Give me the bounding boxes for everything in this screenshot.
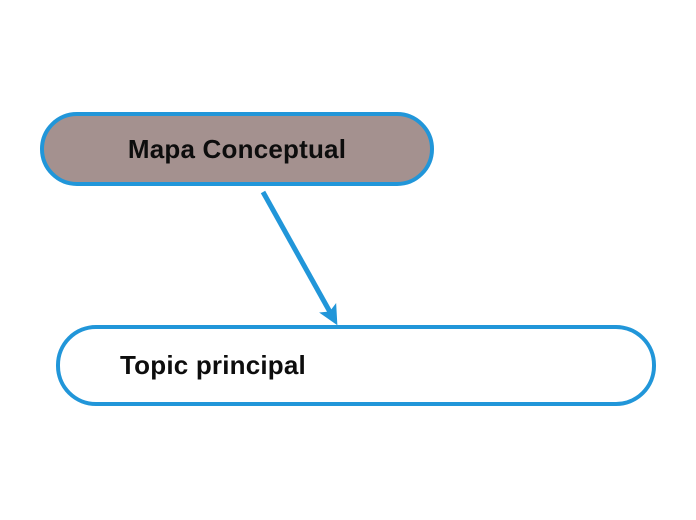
node-mapa-conceptual[interactable]: Mapa Conceptual (40, 112, 434, 186)
node-label-topic-principal: Topic principal (120, 350, 306, 380)
node-topic-principal[interactable]: Topic principal (56, 325, 656, 406)
edge-root-to-topic[interactable] (260, 190, 338, 326)
node-label-mapa-conceptual: Mapa Conceptual (127, 133, 347, 164)
